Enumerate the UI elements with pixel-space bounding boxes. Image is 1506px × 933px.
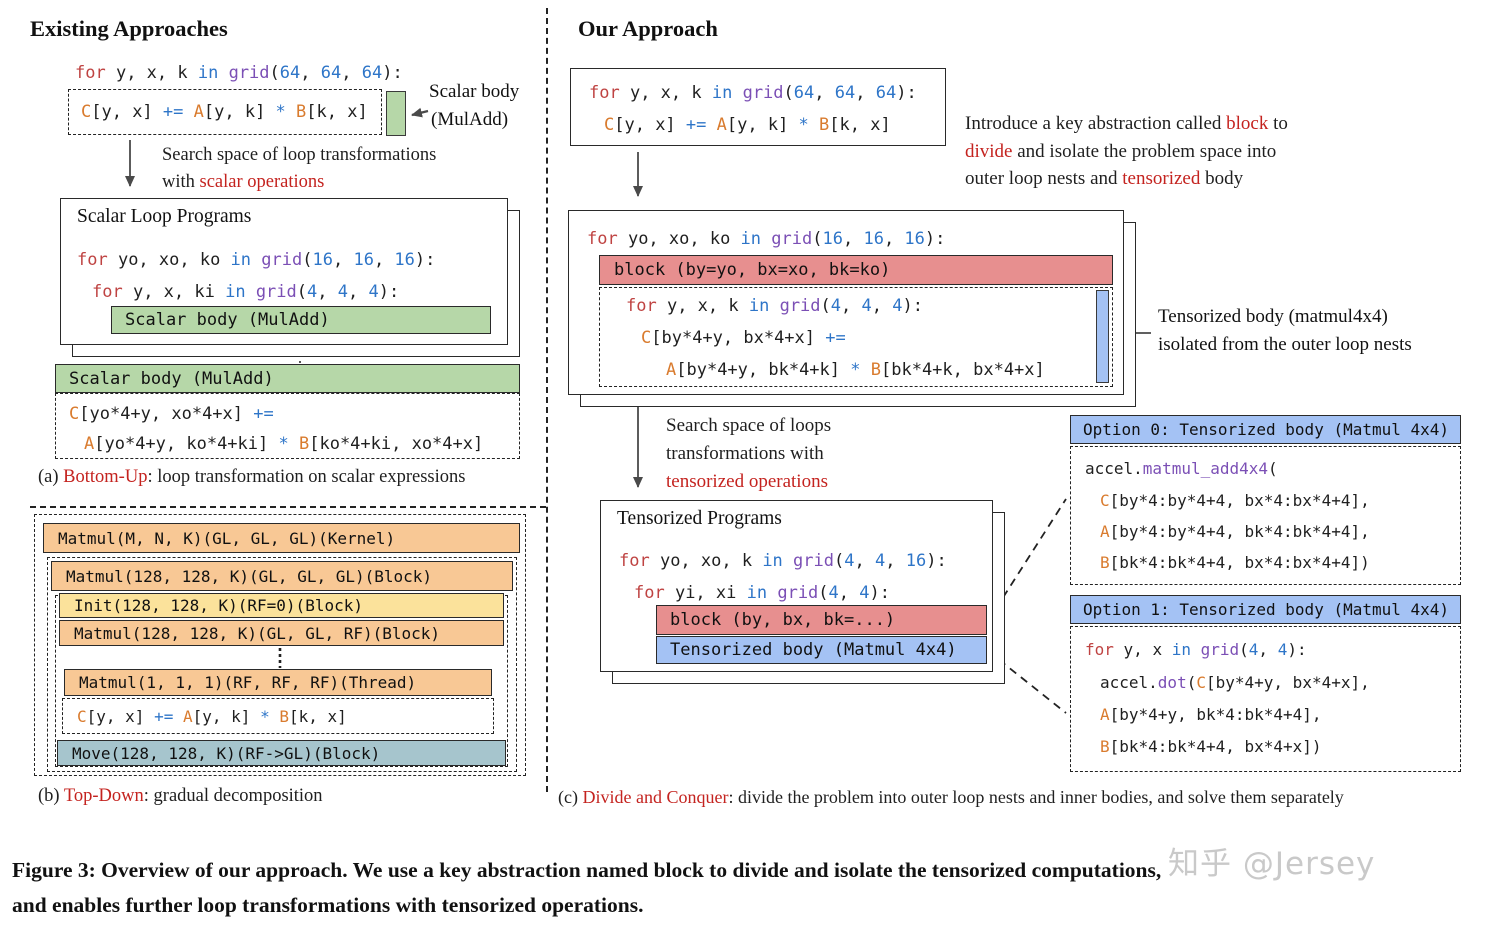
figure-caption-line1: Figure 3: Overview of our approach. We u… <box>12 858 1162 882</box>
block-header-bar: block (by=yo, bx=xo, bk=ko) <box>599 255 1113 285</box>
topdown-kernel-row: Matmul(M, N, K)(GL, GL, GL)(Kernel) <box>43 523 520 553</box>
option1-body: for y, x in grid(4, 4): accel.dot(C[by*4… <box>1070 626 1461 772</box>
code-line: A[by*4+y, bk*4:bk*4+4], <box>1100 705 1322 724</box>
topdown-block-row: Matmul(128, 128, K)(GL, GL, GL)(Block) <box>51 561 513 591</box>
scalar-body-dashed-box: C[y, x] += A[y, k] * B[k, x] <box>68 89 382 135</box>
code-line: for y, x, k in grid(4, 4, 4): <box>626 295 923 316</box>
block-abstraction-box: for yo, xo, ko in grid(16, 16, 16): bloc… <box>568 210 1124 395</box>
code-line: B[bk*4:bk*4+4, bx*4:bx*4+4]) <box>1100 553 1370 572</box>
option0-body: accel.matmul_add4x4( C[by*4:by*4+4, bx*4… <box>1070 446 1461 585</box>
caption-a: (a) Bottom-Up: loop transformation on sc… <box>38 467 466 487</box>
caption-b: (b) Top-Down: gradual decomposition <box>38 786 323 806</box>
code-line: A[yo*4+y, ko*4+ki] * B[ko*4+ki, xo*4+x] <box>84 433 484 454</box>
topdown-outer-box <box>34 514 526 776</box>
search-space-text-left: Search space of loop transformations wit… <box>162 145 437 192</box>
topdown-thread-row: Matmul(1, 1, 1)(RF, RF, RF)(Thread) <box>64 669 492 696</box>
code-line: for yo, xo, ko in grid(16, 16, 16): <box>77 249 436 270</box>
option0-header: Option 0: Tensorized body (Matmul 4x4) <box>1070 415 1461 444</box>
code-line: accel.dot(C[by*4+y, bx*4+x], <box>1100 673 1370 692</box>
code-line: for y, x, ki in grid(4, 4, 4): <box>92 281 400 302</box>
code-line: C[y, x] += A[y, k] * B[k, x] <box>604 114 891 135</box>
code-line: C[y, x] += A[y, k] * B[k, x] <box>81 102 368 122</box>
column-divider-vertical <box>546 8 548 792</box>
section-divider-horizontal <box>30 506 546 508</box>
topdown-init-row: Init(128, 128, K)(RF=0)(Block) <box>59 593 504 618</box>
code-line: for yo, xo, k in grid(4, 4, 16): <box>619 550 947 571</box>
tensorized-programs-box: Tensorized Programs for yo, xo, k in gri… <box>600 500 993 672</box>
expanded-scalar-body-code: C[yo*4+y, xo*4+x] += A[yo*4+y, ko*4+ki] … <box>55 393 520 459</box>
tp-tensorized-body-bar: Tensorized body (Matmul 4x4) <box>656 636 987 664</box>
arrow-scalar-body-pointer <box>411 107 429 118</box>
search-space-text-mid: Search space of loops transformations wi… <box>666 415 832 492</box>
code-line: for y, x, k in grid(64, 64, 64): <box>589 82 917 103</box>
tensorized-body-dashed-box: for y, x, k in grid(4, 4, 4): C[by*4+y, … <box>599 287 1113 387</box>
heading-existing-approaches: Existing Approaches <box>30 16 228 41</box>
intro-block-text: Introduce a key abstraction called block… <box>965 113 1288 189</box>
code-line: accel.matmul_add4x4( <box>1085 459 1278 478</box>
topdown-group-1 <box>47 557 517 772</box>
code-line: for yo, xo, ko in grid(16, 16, 16): <box>587 228 946 249</box>
tensorized-body-bar <box>1096 290 1109 383</box>
tensorized-body-label: Tensorized body (matmul4x4) isolated fro… <box>1158 306 1412 355</box>
topdown-move-row: Move(128, 128, K)(RF->GL)(Block) <box>57 740 506 766</box>
code-line: A[by*4:by*4+4, bk*4:bk*4+4], <box>1100 522 1370 541</box>
tp-block-bar: block (by, bx, bk=...) <box>656 605 987 635</box>
code-line: C[y, x] += A[y, k] * B[k, x] <box>77 706 347 726</box>
scalar-loop-programs-box: Scalar Loop Programs for yo, xo, ko in g… <box>60 198 508 345</box>
option1-header: Option 1: Tensorized body (Matmul 4x4) <box>1070 595 1461 624</box>
code-line: A[by*4+y, bk*4+k] * B[bk*4+k, bx*4+x] <box>666 359 1045 380</box>
box-title: Scalar Loop Programs <box>77 206 252 227</box>
topdown-code-box: C[y, x] += A[y, k] * B[k, x] <box>62 698 494 734</box>
scalar-body-swatch <box>386 91 406 136</box>
code-line: for yi, xi in grid(4, 4): <box>634 582 891 603</box>
expanded-scalar-body-header: Scalar body (MulAdd) <box>55 364 520 393</box>
figure-caption-line2: and enables further loop transformations… <box>12 893 644 917</box>
code-line: C[by*4:by*4+4, bx*4:bx*4+4], <box>1100 491 1370 510</box>
box-title: Tensorized Programs <box>617 508 782 529</box>
code-line: for y, x, k in grid(64, 64, 64): <box>75 62 403 83</box>
scalar-body-label: Scalar body (MulAdd) <box>429 81 520 130</box>
code-line: for y, x in grid(4, 4): <box>1085 640 1307 659</box>
scalar-body-bar: Scalar body (MulAdd) <box>111 306 491 334</box>
code-line: C[yo*4+y, xo*4+x] += <box>69 403 274 424</box>
watermark: 知乎 @Jersey <box>1168 846 1376 882</box>
our-approach-top-code-box: for y, x, k in grid(64, 64, 64): C[y, x]… <box>570 68 946 146</box>
topdown-matmul-rf-row: Matmul(128, 128, K)(GL, GL, RF)(Block) <box>59 620 504 646</box>
heading-our-approach: Our Approach <box>578 16 718 41</box>
code-line: B[bk*4:bk*4+4, bx*4+x]) <box>1100 737 1322 756</box>
code-line: C[by*4+y, bx*4+x] += <box>641 327 846 348</box>
caption-c: (c) Divide and Conquer: divide the probl… <box>558 787 1344 807</box>
